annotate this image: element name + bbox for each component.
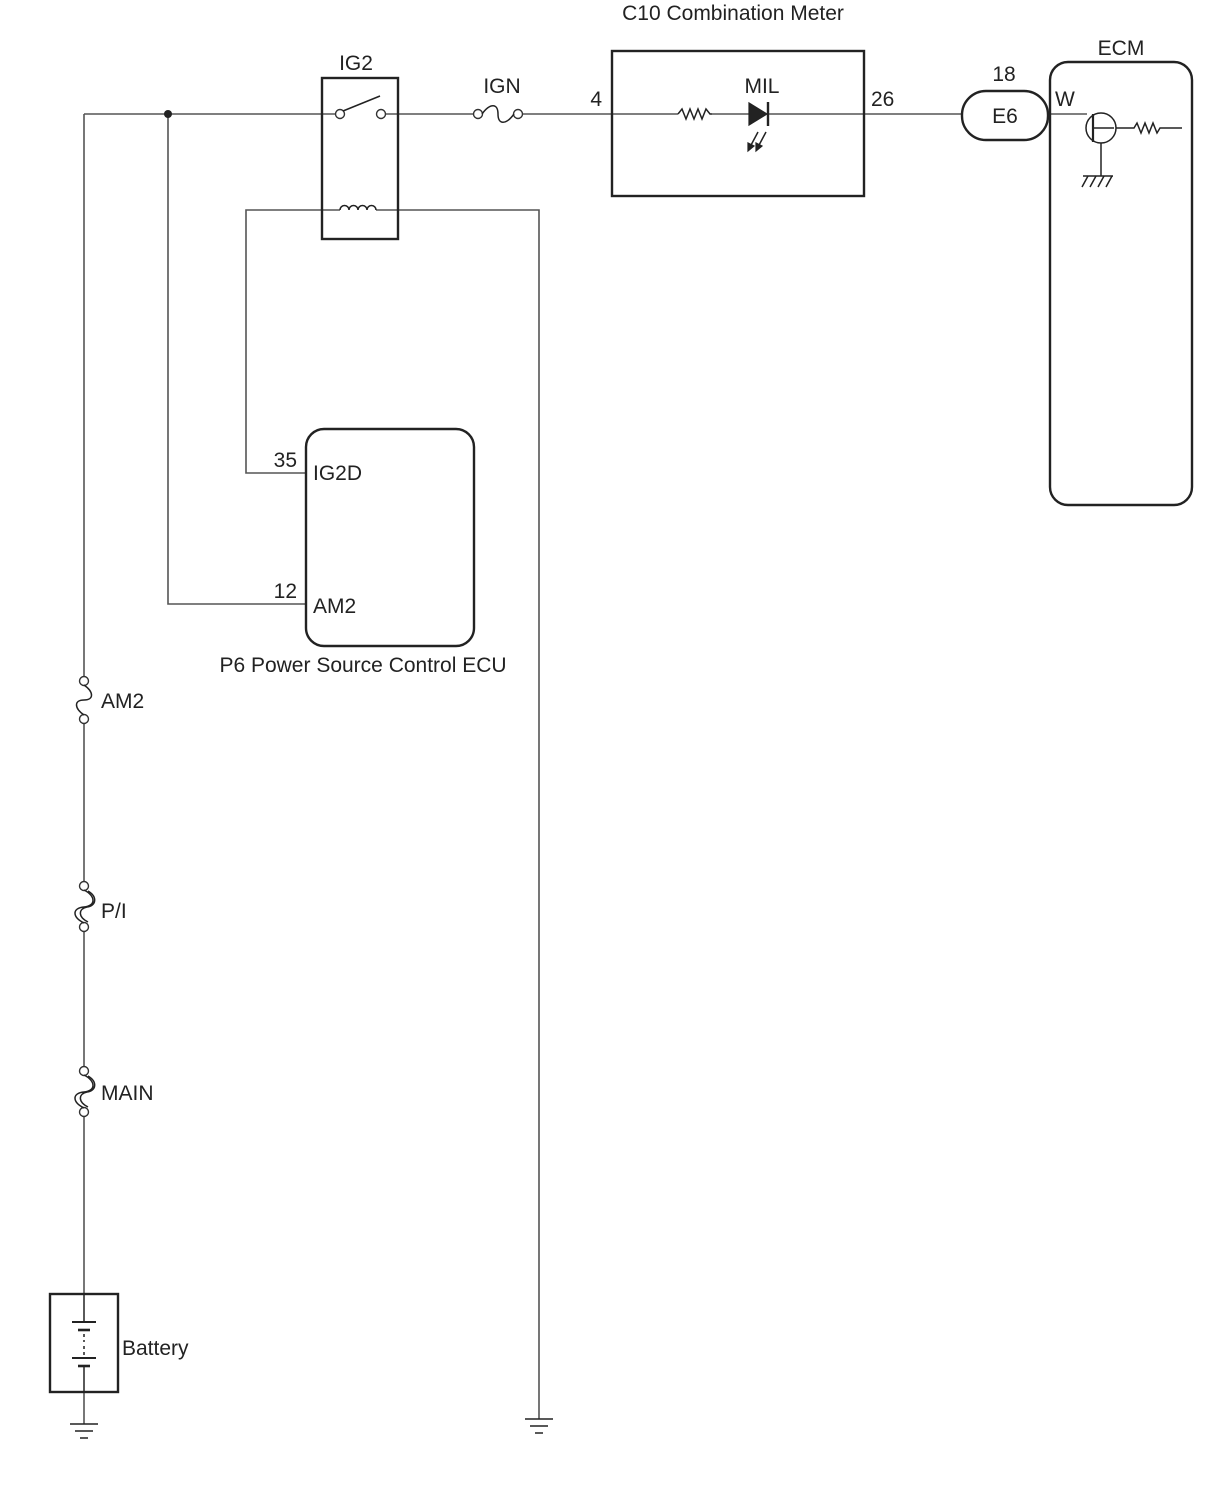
meter-pin-in: 4 xyxy=(590,88,602,111)
power-ecu-pin-am2: 12 xyxy=(274,580,297,603)
main-fuse: MAIN xyxy=(74,1065,154,1118)
meter-pin-out: 26 xyxy=(871,88,894,111)
am2-fuse: AM2 xyxy=(75,675,144,725)
ecm-box xyxy=(1048,60,1194,507)
relay-ground-icon xyxy=(525,1418,553,1434)
relay-switch-arm xyxy=(342,95,381,112)
am2-fuse-terminal-bottom xyxy=(78,713,90,725)
am2-fuse-icon xyxy=(75,684,93,716)
ign-fuse-icon xyxy=(481,105,515,123)
ecm-resistor-icon xyxy=(1116,120,1182,136)
power-ecu-title: P6 Power Source Control ECU xyxy=(219,654,506,677)
ig2-relay-box xyxy=(320,76,400,241)
pi-fuse-label: P/I xyxy=(101,900,127,923)
wire-branch-am2 xyxy=(167,114,306,605)
wires xyxy=(83,113,1087,1424)
power-ecu-terminal-am2: AM2 xyxy=(313,595,356,618)
relay-contact-left xyxy=(334,108,346,120)
junction-dot xyxy=(164,110,172,118)
ig2-relay: IG2 xyxy=(320,52,400,241)
relay-contact-right xyxy=(375,108,387,120)
ecm-ground-icon xyxy=(1081,175,1113,188)
power-ecu-pin-ig2d: 35 xyxy=(274,449,297,472)
ecm-title: ECM xyxy=(1098,37,1145,60)
ecm: ECM W xyxy=(1048,37,1194,507)
main-fuse-terminal-top xyxy=(78,1065,90,1077)
ign-fuse: IGN xyxy=(472,75,524,123)
main-fuse-icon-inner xyxy=(79,1075,96,1108)
main-fuse-label: MAIN xyxy=(101,1082,154,1105)
pi-fuse-icon xyxy=(74,889,94,924)
pi-fuse-terminal-bottom xyxy=(78,921,90,933)
power-source-control-ecu: P6 Power Source Control ECU 35 IG2D 12 A… xyxy=(219,427,507,677)
pi-fuse: P/I xyxy=(74,880,127,933)
am2-fuse-label: AM2 xyxy=(101,690,144,713)
main-fuse-terminal-bottom xyxy=(78,1106,90,1118)
power-ecu-box xyxy=(304,427,476,648)
relay-coil-icon xyxy=(339,204,377,211)
pi-fuse-terminal-top xyxy=(78,880,90,892)
mil-light-emission-icon xyxy=(747,131,767,153)
meter-resistor-icon xyxy=(677,106,712,122)
e6-connector-shape xyxy=(960,89,1050,142)
power-ecu-terminal-ig2d: IG2D xyxy=(313,462,362,485)
combination-meter-title: C10 Combination Meter xyxy=(622,2,844,25)
ecm-terminal-label: W xyxy=(1055,88,1075,111)
main-fuse-icon xyxy=(74,1074,94,1109)
e6-connector-pin: 18 xyxy=(992,63,1015,86)
battery-label: Battery xyxy=(122,1337,189,1360)
pi-fuse-icon-inner xyxy=(79,890,96,923)
e6-connector: E6 18 xyxy=(960,63,1050,142)
battery: Battery xyxy=(48,1292,189,1394)
ign-fuse-terminal-left xyxy=(472,108,484,120)
combination-meter-box xyxy=(610,49,866,198)
combination-meter: C10 Combination Meter 4 26 MIL xyxy=(590,2,894,198)
mil-label: MIL xyxy=(744,75,779,98)
ig2-relay-label: IG2 xyxy=(339,52,373,75)
ign-fuse-terminal-right xyxy=(512,108,524,120)
battery-ground-icon xyxy=(70,1423,98,1439)
wire-coil-to-ground xyxy=(376,209,540,1419)
wire-coil-to-ig2d xyxy=(245,209,340,474)
ign-fuse-label: IGN xyxy=(483,75,520,98)
am2-fuse-terminal-top xyxy=(78,675,90,687)
battery-icon xyxy=(72,1294,96,1392)
mil-diode-icon xyxy=(748,101,769,127)
e6-connector-label: E6 xyxy=(992,105,1018,128)
